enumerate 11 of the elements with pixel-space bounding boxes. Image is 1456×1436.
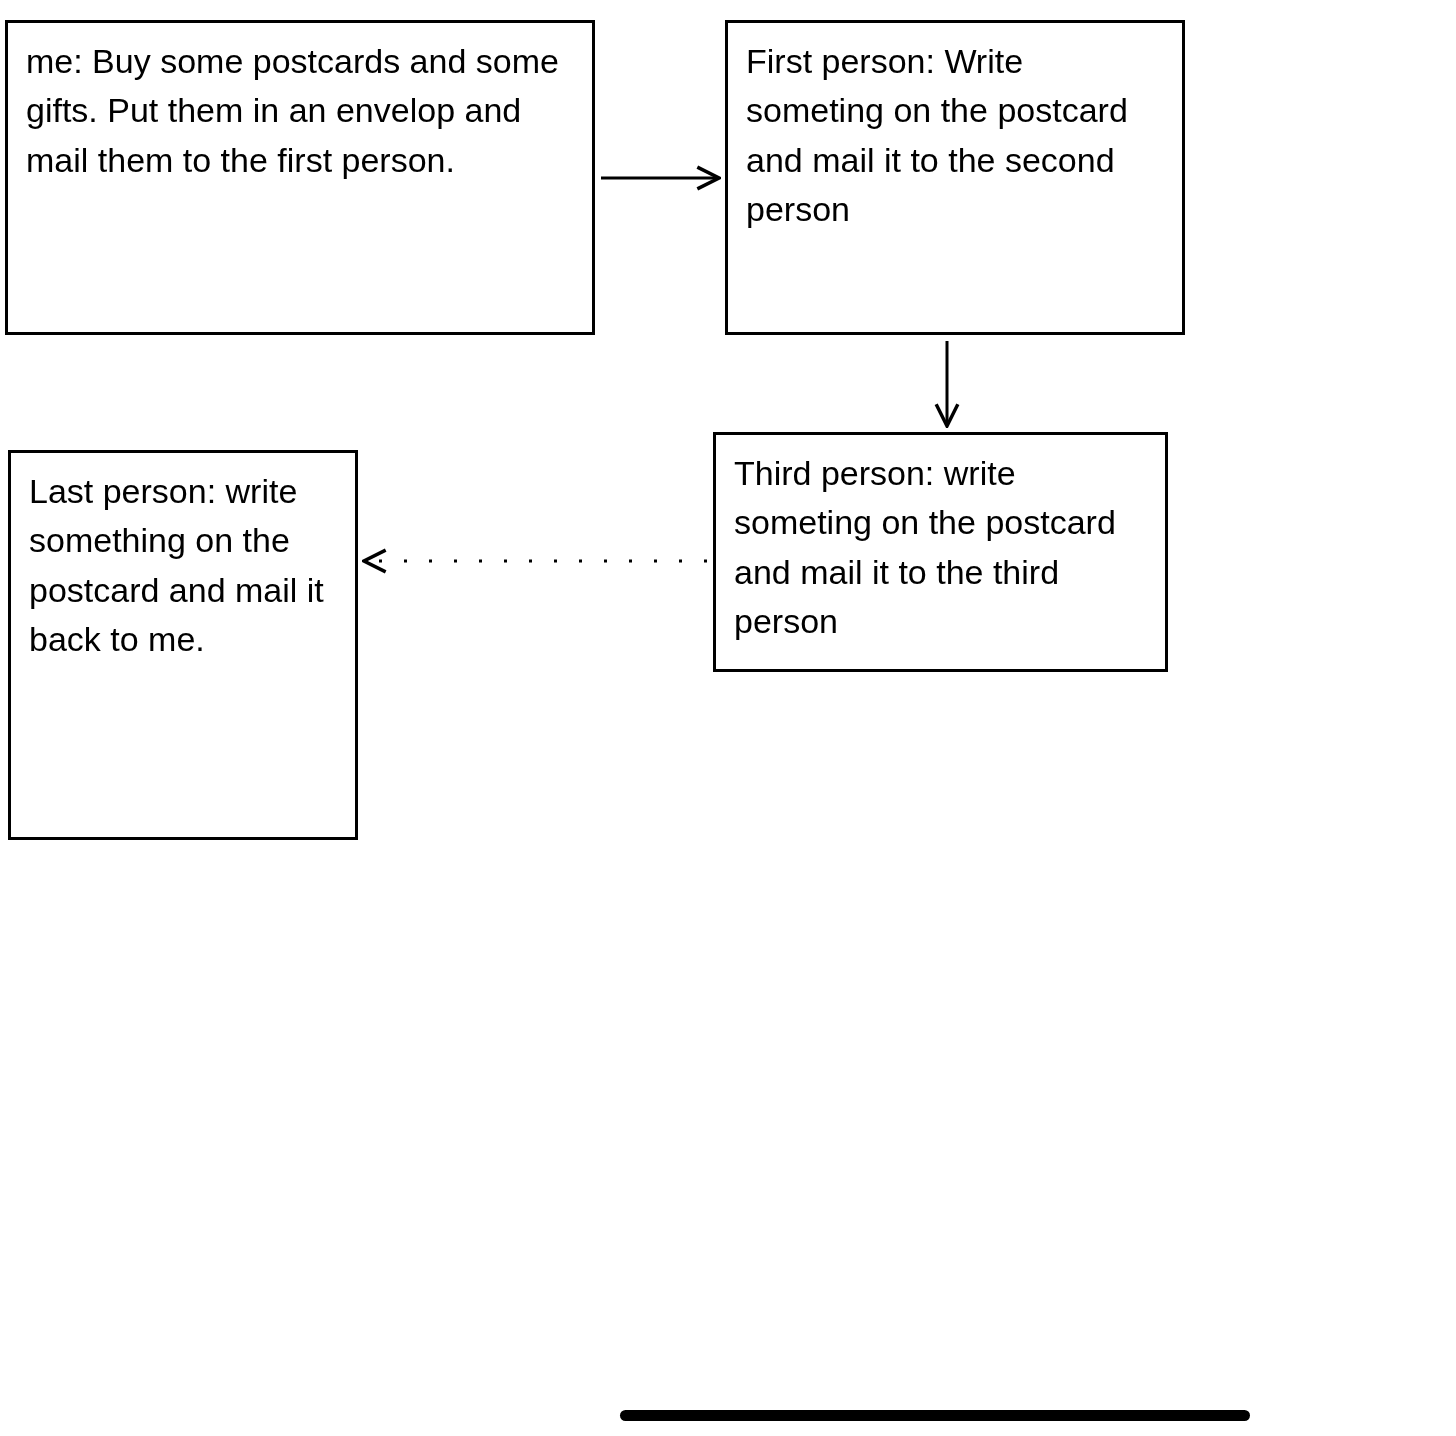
arrow bbox=[601, 165, 721, 191]
step-text: me: Buy some postcards and some gifts. Put them in an envelop and mail them to the first person. bbox=[26, 41, 560, 181]
step-text: Last person: write something on the postcard and mail it back to me. bbox=[29, 471, 325, 660]
process-box bbox=[713, 432, 1168, 672]
process-box bbox=[725, 20, 1185, 335]
process-box bbox=[8, 450, 358, 840]
arrow bbox=[362, 548, 707, 574]
process-box bbox=[5, 20, 595, 335]
step-text: First person: Write someting on the postcard and mail it to the second person bbox=[746, 41, 1129, 230]
arrow bbox=[934, 341, 960, 428]
step-text: Third person: write someting on the postcard and mail it to the third person bbox=[734, 453, 1117, 642]
